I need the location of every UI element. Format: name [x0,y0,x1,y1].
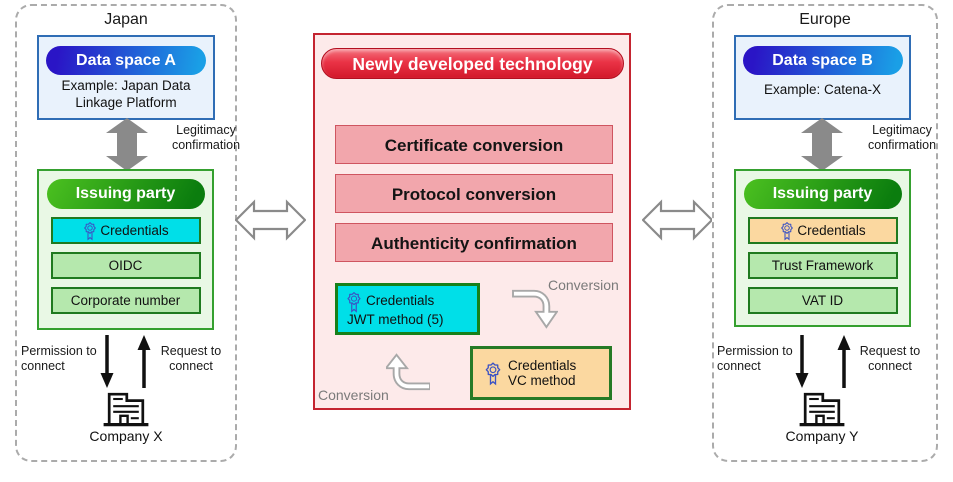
building-icon [798,386,846,428]
double-horizontal-arrow-icon [642,197,713,243]
up-arrow-icon [136,335,152,388]
legitimacy-label-europe: Legitimacy confirmation [867,123,937,153]
permission-label-europe: Permission to connect [717,344,793,374]
vc-line1: Credentials [508,358,577,373]
region-japan-title: Japan [104,11,148,28]
double-vertical-arrow-icon [106,118,148,171]
jwt-line1: Credentials [366,293,435,308]
company-x-label: Company X [89,428,163,444]
badge-rosette-icon [779,221,795,241]
item-label: Trust Framework [771,258,874,273]
data-space-b-box: Data space B Example: Catena-X [734,35,911,120]
curved-arrow-down-icon [510,287,558,329]
certificate-conversion-box: Certificate conversion [335,125,613,164]
curved-arrow-up-icon [386,352,430,392]
data-space-a-example: Example: Japan Data Linkage Platform [61,78,191,110]
trust-framework-item: Trust Framework [747,252,898,279]
data-space-a-pill: Data space A [46,46,206,75]
company-y-label: Company Y [785,428,859,444]
corporate-number-item: Corporate number [50,287,201,314]
jwt-line2: JWT method (5) [347,312,444,327]
authenticity-confirmation-box: Authenticity confirmation [335,223,613,262]
conversion-label-right: Conversion [548,277,619,293]
region-europe: Europe Data space B Example: Catena-X Le… [712,4,938,462]
issuing-party-box-europe: Issuing party Credentials Trust Framewor… [734,169,911,327]
issuing-party-box-japan: Issuing party Credentials OIDC Corporate… [37,169,214,330]
badge-rosette-icon [345,291,363,313]
issuing-party-pill-europe: Issuing party [743,179,902,209]
vat-id-item: VAT ID [747,287,898,314]
credentials-item-japan: Credentials [50,217,201,244]
credentials-jwt-box: Credentials JWT method (5) [335,283,480,335]
item-label: OIDC [108,258,143,273]
data-space-b-example: Example: Catena-X [763,82,882,97]
request-label-japan: Request to connect [160,344,222,374]
double-vertical-arrow-icon [801,118,843,171]
request-label-europe: Request to connect [859,344,921,374]
building-icon [102,386,150,428]
issuing-party-pill-japan: Issuing party [46,179,205,209]
legitimacy-label-japan: Legitimacy confirmation [171,123,241,153]
item-label: VAT ID [801,293,844,308]
permission-label-japan: Permission to connect [21,344,97,374]
item-label: Corporate number [70,293,181,308]
credentials-item-europe: Credentials [747,217,898,244]
down-arrow-icon [99,335,115,388]
double-horizontal-arrow-icon [235,197,306,243]
vc-line2: VC method [508,373,576,388]
region-europe-title: Europe [799,11,851,28]
data-space-b-pill: Data space B [742,46,903,75]
up-arrow-icon [836,335,852,388]
item-label: Credentials [797,223,866,238]
newly-developed-technology-panel: Newly developed technology Certificate c… [313,33,631,410]
badge-rosette-icon [483,361,503,386]
oidc-item: OIDC [50,252,201,279]
down-arrow-icon [794,335,810,388]
credentials-vc-box: Credentials VC method [470,346,612,400]
protocol-conversion-box: Protocol conversion [335,174,613,213]
item-label: Credentials [100,223,169,238]
region-japan: Japan Data space A Example: Japan Data L… [15,4,240,462]
center-title-pill: Newly developed technology [321,48,624,79]
badge-rosette-icon [82,221,98,241]
data-space-a-box: Data space A Example: Japan Data Linkage… [37,35,215,120]
conversion-label-left: Conversion [318,387,389,403]
